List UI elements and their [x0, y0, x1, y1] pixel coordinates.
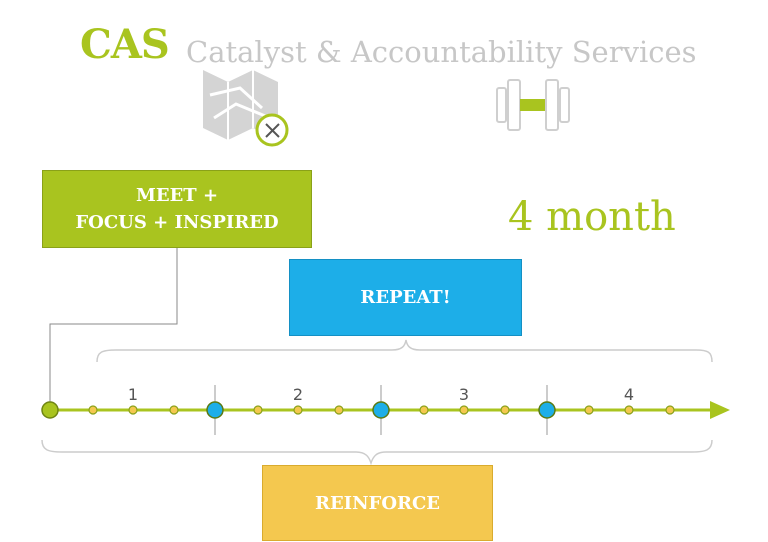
week-marker — [419, 405, 429, 415]
duration-label: 4 month — [508, 194, 676, 240]
week-marker — [334, 405, 344, 415]
map-compass-icon — [203, 70, 289, 147]
brand-tagline: Catalyst & Accountability Services — [186, 35, 697, 69]
month-label-4: 4 — [624, 385, 634, 404]
month-milestone — [206, 401, 224, 419]
repeat-box: REPEAT! — [289, 259, 522, 336]
month-label-2: 2 — [293, 385, 303, 404]
start-milestone — [41, 401, 59, 419]
reinforce-brace — [41, 439, 713, 466]
week-marker — [500, 405, 510, 415]
week-marker — [459, 405, 469, 415]
reinforce-box: REINFORCE — [262, 465, 493, 541]
brand-logo-text: CAS — [80, 21, 170, 68]
meet-box-line-2: FOCUS + INSPIRED — [75, 212, 279, 233]
dumbbell-icon — [496, 79, 570, 131]
week-marker — [584, 405, 594, 415]
repeat-brace — [96, 339, 713, 363]
week-marker — [88, 405, 98, 415]
week-marker — [624, 405, 634, 415]
timeline-arrowhead — [710, 401, 730, 419]
meet-box-line-1: MEET + — [135, 185, 219, 206]
week-marker — [665, 405, 675, 415]
meet-connector-line — [49, 248, 178, 410]
month-label-3: 3 — [459, 385, 469, 404]
meet-focus-inspired-box: MEET + FOCUS + INSPIRED — [42, 170, 312, 248]
week-marker — [169, 405, 179, 415]
month-milestone — [372, 401, 390, 419]
week-marker — [253, 405, 263, 415]
month-label-1: 1 — [128, 385, 138, 404]
month-milestone — [538, 401, 556, 419]
week-marker — [128, 405, 138, 415]
week-marker — [293, 405, 303, 415]
